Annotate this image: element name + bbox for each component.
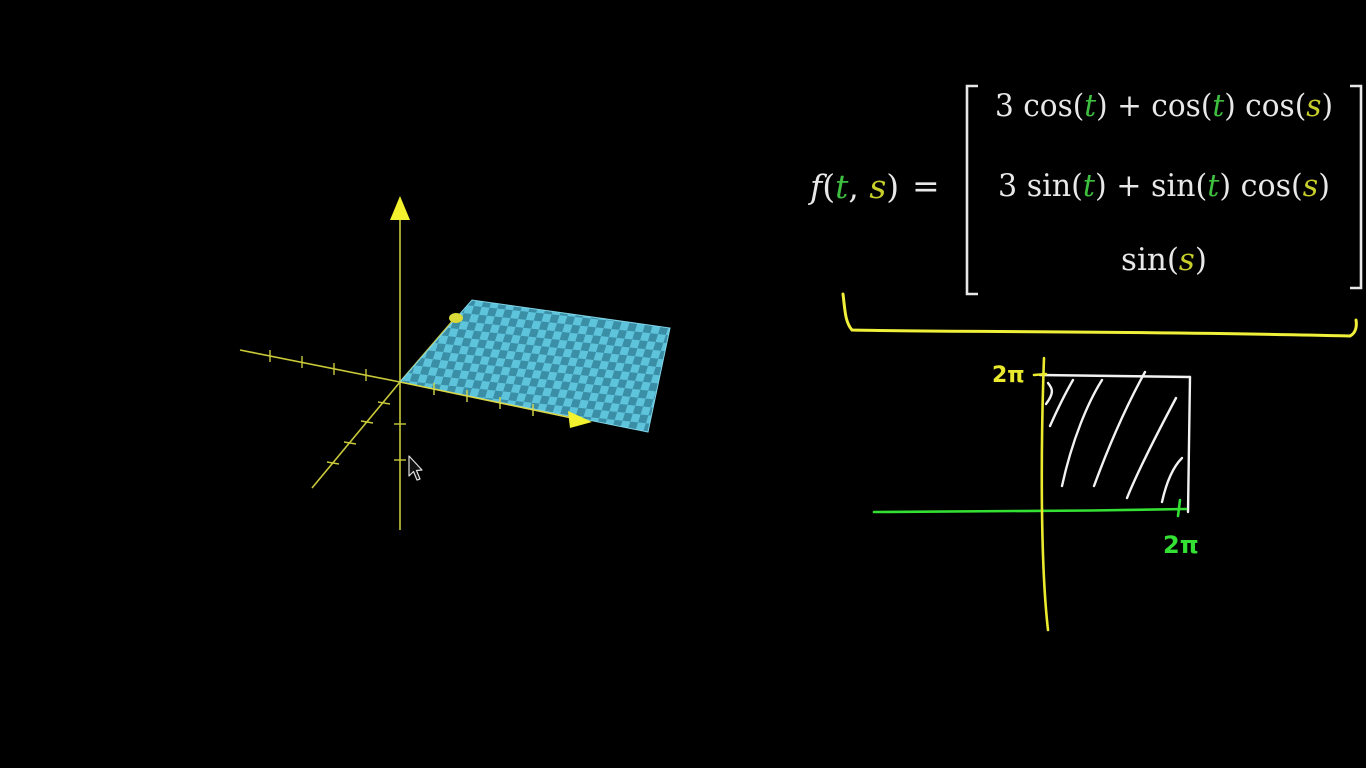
y-axis-ticks [326,401,391,465]
lhs-comma: , [848,167,869,206]
parametric-surface-plane [399,299,671,433]
y-axis-line [311,381,401,489]
x-axis-line [239,349,401,383]
z-axis-arrowhead-icon [390,196,410,220]
matrix-row-2: 3 sin(t) + sin(t) cos(s) [998,168,1330,204]
matrix-row-3: sin(s) [1121,242,1207,278]
label-2pi-horizontal: 2π [1163,531,1199,559]
t-axis-tick [1176,498,1182,518]
hand-drawn-underbrace [841,292,1358,338]
t-axis-hand-drawn [872,507,1188,514]
matrix-row-1: 3 cos(t) + cos(t) cos(s) [995,88,1333,124]
formula-lhs: f(t, s) [807,167,899,206]
label-2pi-vertical: 2π [992,363,1025,388]
domain-top-edge [1038,373,1192,379]
x-axis-ticks [269,350,367,381]
lhs-var-s: s [869,167,886,206]
domain-hatching [1044,370,1184,504]
back-axis-arrowhead-icon [449,313,463,323]
mouse-pointer-icon [408,455,423,481]
lhs-close-paren: ) [886,167,899,206]
front-axis [399,381,573,419]
formula: f(t, s) = 3 cos(t) + cos(t) cos(s) 3 sin… [807,84,1363,296]
lhs-open-paren: ( [822,167,835,206]
matrix-left-bracket [965,84,978,296]
formula-equals: = [912,166,940,205]
z-axis-ticks [394,423,406,461]
lhs-var-t: t [835,167,849,206]
x-axis-arrowhead-icon [568,411,592,428]
s-axis-hand-drawn [1040,356,1050,632]
s-axis-tick [1032,372,1048,377]
matrix-right-bracket [1350,84,1363,290]
domain-right-edge [1186,375,1192,514]
hand-drawn-sketch: 2π 2π [841,292,1358,632]
